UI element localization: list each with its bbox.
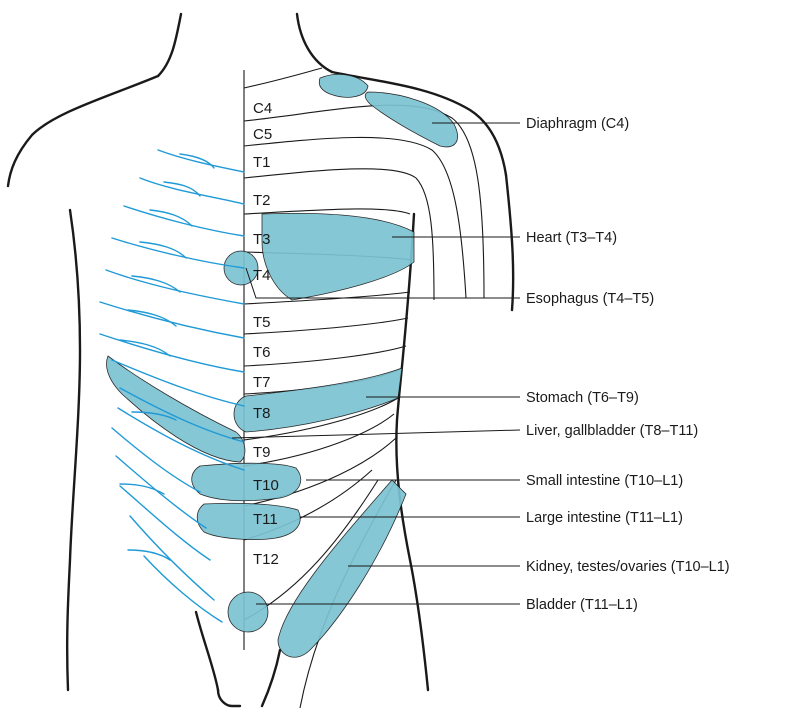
zone-large-intestine xyxy=(197,503,300,539)
thigh-left xyxy=(196,612,218,690)
label-large-intestine: Large intestine (T11–L1) xyxy=(526,510,683,526)
label-heart: Heart (T3–T4) xyxy=(526,230,617,246)
segment-label: T3 xyxy=(253,231,271,248)
segment-label: T5 xyxy=(253,314,271,331)
zone-small-intestine xyxy=(192,463,301,500)
segment-label: T11 xyxy=(253,511,278,528)
nerve-3 xyxy=(124,206,244,236)
segment-label: T6 xyxy=(253,344,271,361)
label-kidney: Kidney, testes/ovaries (T10–L1) xyxy=(526,559,730,575)
arm-right xyxy=(506,175,513,310)
label-esophagus: Esophagus (T4–T5) xyxy=(526,291,654,307)
label-diaphragm: Diaphragm (C4) xyxy=(526,116,629,132)
band-c4-top xyxy=(244,68,322,88)
segment-label: C4 xyxy=(253,100,272,117)
label-small-intestine: Small intestine (T10–L1) xyxy=(526,473,683,489)
shoulder-left xyxy=(8,76,158,186)
nerve-2 xyxy=(140,178,244,204)
zone-diaphragm-lower xyxy=(365,92,457,147)
organ-labels: Diaphragm (C4) Heart (T3–T4) Esophagus (… xyxy=(526,116,730,613)
segment-label: T1 xyxy=(253,154,271,171)
zone-liver-gallbladder xyxy=(107,356,245,462)
segment-label: T10 xyxy=(253,477,279,494)
segment-label: T12 xyxy=(253,551,279,568)
genital-outline xyxy=(218,690,240,706)
segment-label: T2 xyxy=(253,192,271,209)
nerve-15 xyxy=(144,556,222,622)
nerve-14b xyxy=(128,550,170,560)
label-liver-gallbladder: Liver, gallbladder (T8–T11) xyxy=(526,423,698,439)
torso-left xyxy=(67,210,80,690)
segment-label: C5 xyxy=(253,126,272,143)
segment-label: T7 xyxy=(253,374,271,391)
zone-bladder xyxy=(228,592,268,632)
nerve-1 xyxy=(158,150,244,172)
nerve-5 xyxy=(106,270,244,304)
zone-heart xyxy=(262,213,414,300)
band-t2-t3 xyxy=(244,209,410,214)
torso-right xyxy=(396,214,428,690)
segment-label: T9 xyxy=(253,444,271,461)
organ-zones xyxy=(107,74,458,657)
zone-kidney xyxy=(278,480,406,657)
nerve-6 xyxy=(100,302,244,338)
leader-liver xyxy=(232,430,520,438)
thigh-right xyxy=(262,650,280,706)
neck-right xyxy=(297,14,332,72)
label-bladder: Bladder (T11–L1) xyxy=(526,597,638,613)
segment-label: T4 xyxy=(253,267,271,284)
segment-label: T8 xyxy=(253,405,271,422)
neck-left xyxy=(158,14,181,76)
label-stomach: Stomach (T6–T9) xyxy=(526,390,639,406)
